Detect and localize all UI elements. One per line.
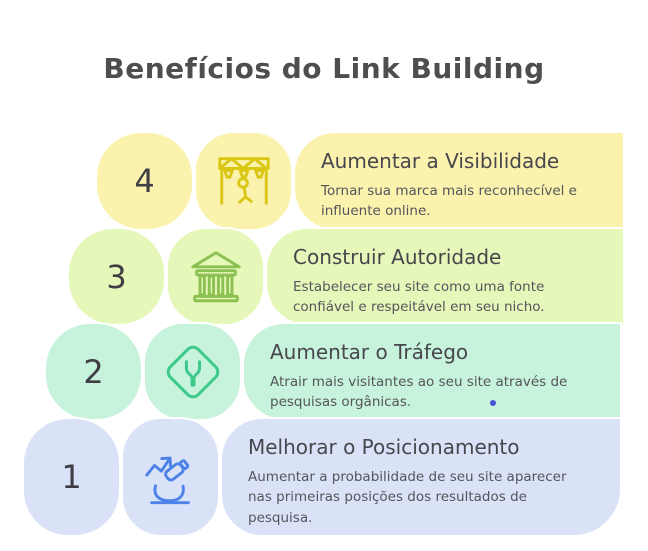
benefit-description-3: Estabelecer seu site como uma fonte conf…: [293, 279, 545, 316]
benefit-heading-4: Aumentar a Visibilidade: [321, 149, 560, 173]
page-title: Benefícios do Link Building: [103, 52, 545, 85]
benefit-description-2: Atrair mais visitantes ao seu site atrav…: [270, 374, 568, 411]
benefit-heading-2: Aumentar o Tráfego: [270, 340, 469, 364]
benefit-heading-1: Melhorar o Posicionamento: [248, 435, 520, 459]
benefit-text-2: Aumentar o Tráfego Atrair mais visitante…: [242, 322, 622, 421]
step-number-2: 2: [44, 322, 143, 421]
benefit-row-3: 3 Construir Autoridade Estabelecer seu s…: [67, 227, 625, 326]
step-number-4: 4: [95, 131, 194, 231]
benefit-heading-3: Construir Autoridade: [293, 245, 502, 269]
bank-building-icon: [166, 227, 265, 326]
step-number-1: 1: [22, 417, 121, 537]
road-fork-sign-icon: [143, 322, 242, 421]
stage-spotlight-icon: [194, 131, 293, 231]
benefit-description-4: Tornar sua marca mais reconhecível e inf…: [321, 183, 577, 220]
benefit-description-1: Aumentar a probabilidade de seu site apa…: [248, 469, 567, 526]
microscope-icon: [121, 417, 220, 537]
benefit-row-4: 4 Aumentar a Visibilidade Tornar sua mar…: [95, 131, 625, 231]
benefit-text-4: Aumentar a Visibilidade Tornar sua marca…: [293, 131, 625, 231]
benefit-row-1: 1 Melhorar o Posicionamento Aumentar a p…: [22, 417, 622, 537]
benefit-text-1: Melhorar o Posicionamento Aumentar a pro…: [220, 417, 622, 537]
blue-dot-decoration: [490, 400, 496, 406]
step-number-3: 3: [67, 227, 166, 326]
benefit-row-2: 2 Aumentar o Tráfego Atrair mais visitan…: [44, 322, 622, 421]
benefit-text-3: Construir Autoridade Estabelecer seu sit…: [265, 227, 625, 326]
